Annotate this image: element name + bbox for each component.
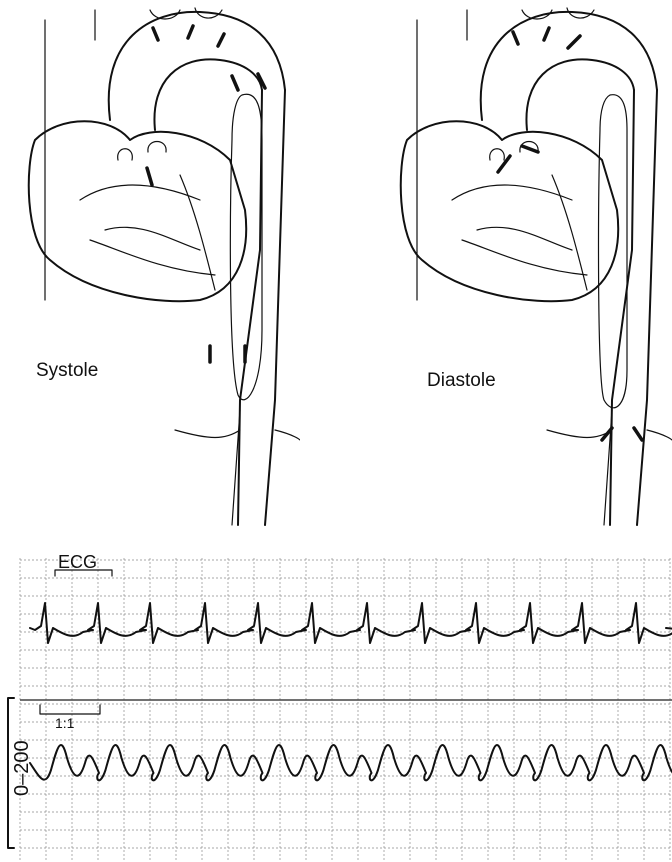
pressure-trace bbox=[30, 745, 672, 780]
arrow-icon bbox=[513, 32, 518, 44]
arrow-icon bbox=[153, 28, 158, 40]
strip-chart-recording: ECG 1:1 0–200 bbox=[0, 548, 672, 862]
systole-heart-illustration bbox=[0, 0, 300, 530]
ratio-label: 1:1 bbox=[55, 715, 75, 731]
strip-chart-svg: ECG 1:1 0–200 bbox=[0, 548, 672, 862]
arrow-icon bbox=[232, 76, 238, 90]
pressure-scale-label: 0–200 bbox=[11, 740, 33, 796]
arrow-icon bbox=[544, 28, 549, 40]
diastole-panel: Diastole bbox=[372, 0, 672, 530]
ecg-label: ECG bbox=[58, 552, 97, 572]
arrow-icon bbox=[188, 26, 193, 38]
arrow-icon bbox=[522, 146, 538, 152]
arrow-icon bbox=[568, 36, 580, 48]
ratio-bracket bbox=[40, 705, 100, 714]
arrow-icon bbox=[147, 168, 152, 185]
ecg-trace bbox=[30, 603, 672, 643]
arrow-icon bbox=[218, 34, 224, 46]
diastole-label: Diastole bbox=[427, 370, 496, 392]
chart-grid bbox=[20, 558, 672, 860]
diastole-heart-illustration bbox=[372, 0, 672, 530]
systole-panel: Systole bbox=[0, 0, 300, 530]
arrow-icon bbox=[634, 428, 642, 440]
systole-label: Systole bbox=[36, 360, 98, 382]
